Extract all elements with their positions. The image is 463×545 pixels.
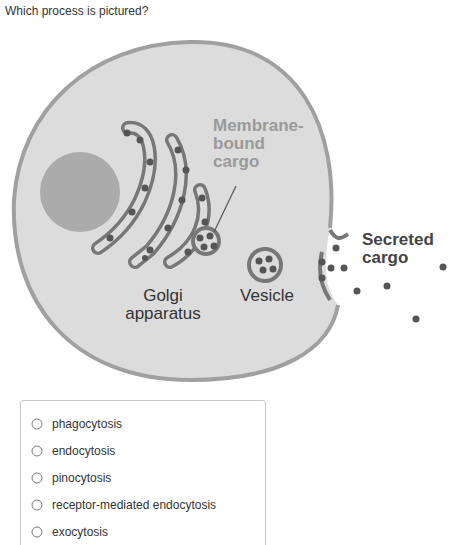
option-text: exocytosis (52, 525, 108, 539)
options-panel: phagocytosis endocytosis pinocytosis recept… (20, 400, 266, 545)
cell (14, 42, 348, 380)
golgi-apparatus (98, 128, 219, 262)
option-row: phagocytosis (31, 410, 255, 437)
part-label: Golgi apparatus (118, 287, 208, 323)
option-text: pinocytosis (52, 471, 111, 485)
part-label: Secreted cargo (362, 231, 452, 267)
part-label: Vesicle (232, 287, 302, 305)
radio-button (31, 418, 43, 430)
radio-button (31, 445, 43, 457)
question-title: Which process is pictured? (5, 5, 148, 18)
option-row: pinocytosis (31, 464, 255, 491)
option-text: receptor-mediated endocytosis (52, 498, 216, 512)
option-text: endocytosis (52, 444, 115, 458)
radio-button (31, 526, 43, 538)
part-label: Membrane-bound cargo (213, 117, 309, 171)
option-row: endocytosis (31, 437, 255, 464)
option-row: receptor-mediated endocytosis (31, 491, 255, 518)
option-row: exocytosis (31, 518, 255, 545)
leader-line (214, 186, 236, 232)
vesicle (249, 249, 281, 281)
cargo-dots (107, 130, 218, 262)
secreted-dots (354, 264, 447, 323)
nucleus (40, 152, 120, 232)
radio-button (31, 499, 43, 511)
radio-button (31, 472, 43, 484)
option-text: phagocytosis (52, 417, 122, 431)
